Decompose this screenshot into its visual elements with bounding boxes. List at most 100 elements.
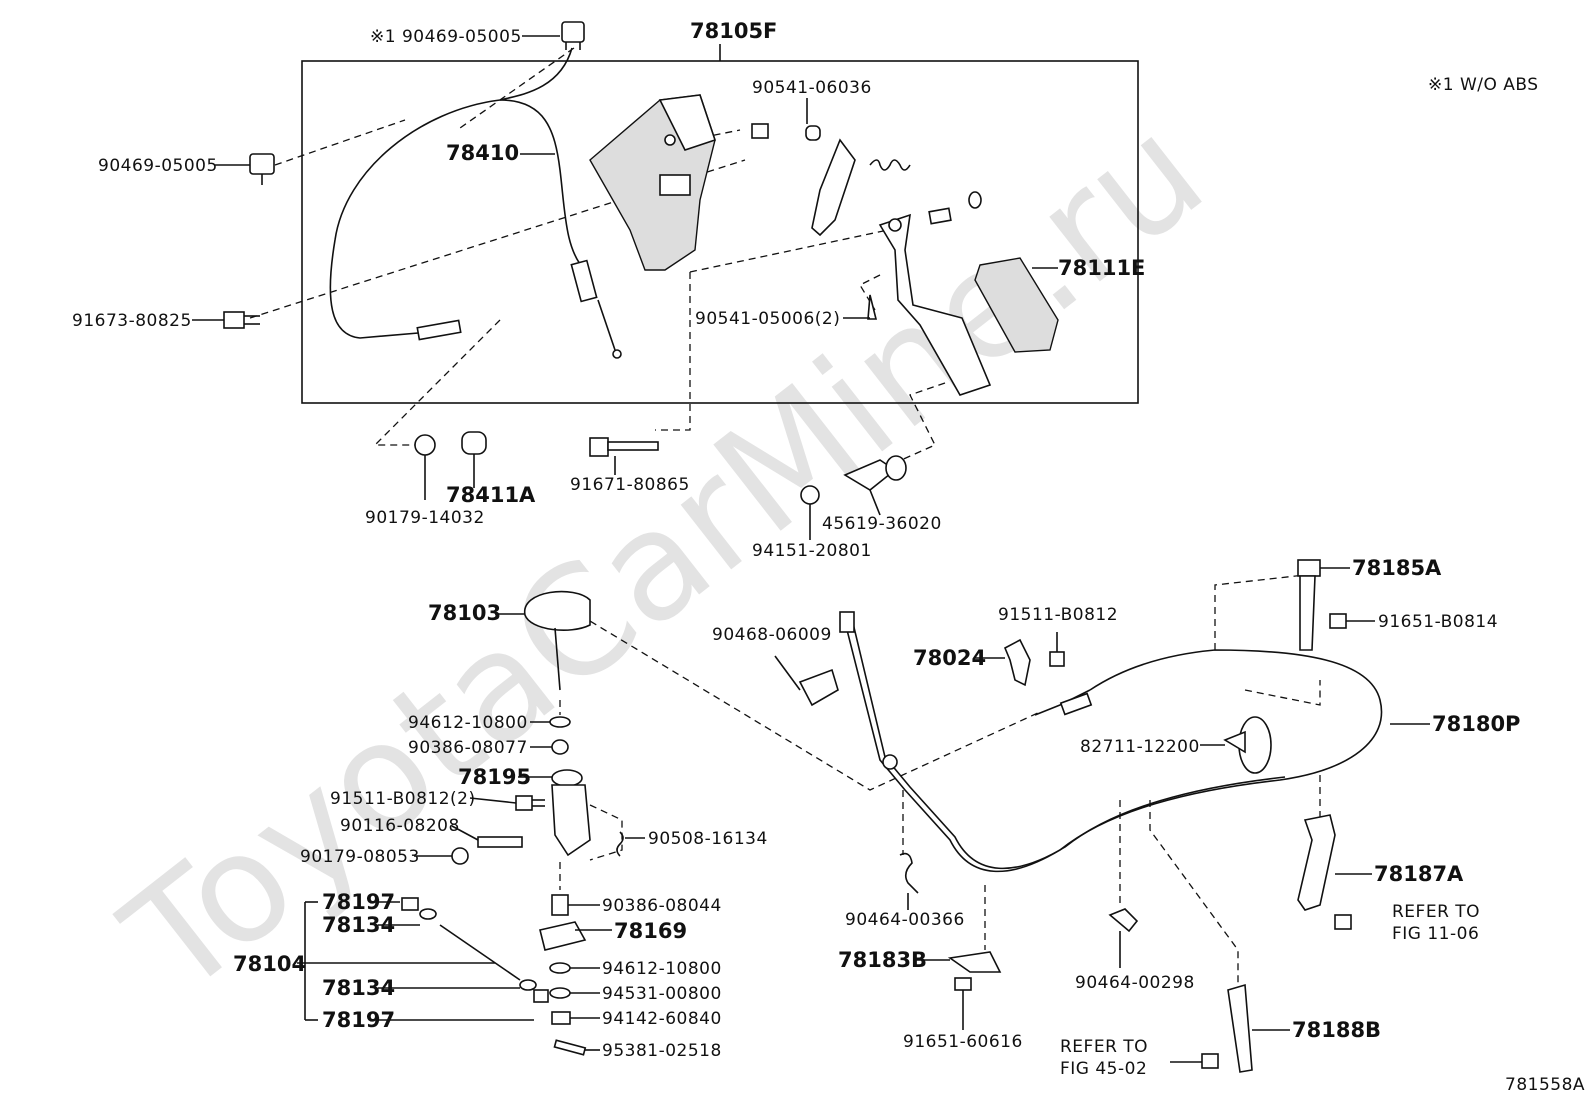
label-78411A: 78411A xyxy=(446,483,536,507)
bolt-refer-11-06 xyxy=(1334,914,1352,930)
pedal-arm-link xyxy=(811,138,856,237)
accel-cable-78410 xyxy=(329,47,622,359)
rod-bracket-lines xyxy=(297,901,534,1021)
bracket-78195 xyxy=(551,769,591,857)
label-90541-05006: 90541-05006(2) xyxy=(695,309,840,329)
label-91673-80825: 91673-80825 xyxy=(72,311,192,331)
label-90541-06036: 90541-06036 xyxy=(752,78,872,98)
label-91511-B0812-2: 91511-B0812(2) xyxy=(330,789,476,809)
label-78180P: 78180P xyxy=(1432,712,1520,736)
bushing-90179 xyxy=(414,434,436,456)
label-90386-08077: 90386-08077 xyxy=(408,738,528,758)
stopper-45619 xyxy=(843,455,907,491)
label-90464-00366: 90464-00366 xyxy=(845,910,965,930)
bolt-90541-06036 xyxy=(751,123,821,141)
clip-90464-00366 xyxy=(899,852,919,894)
label-82711-12200: 82711-12200 xyxy=(1080,737,1200,757)
bracket-78183B xyxy=(947,951,1002,973)
clip-90469-left xyxy=(249,153,275,185)
clip-90464-00298 xyxy=(1108,908,1139,933)
pedal-pad-78111E xyxy=(974,257,1059,353)
label-refer-to-2: REFER TO xyxy=(1060,1037,1148,1057)
label-94151-20801: 94151-20801 xyxy=(752,541,872,561)
bracket-78187A xyxy=(1297,814,1336,911)
bracket-78185A xyxy=(1297,559,1321,651)
label-refer-to-1: REFER TO xyxy=(1392,902,1480,922)
label-78024: 78024 xyxy=(913,646,986,670)
bushing-90179-08053 xyxy=(451,847,469,865)
lever-78169 xyxy=(539,921,587,951)
nut-94142 xyxy=(551,1011,571,1025)
washer-94612-b xyxy=(549,962,571,974)
stopper-90541-05006 xyxy=(867,294,878,320)
bolt-91511-B0812 xyxy=(1049,651,1065,667)
clip-90469-top xyxy=(561,21,585,50)
label-78197-top: 78197 xyxy=(322,890,395,914)
label-78183B: 78183B xyxy=(838,948,927,972)
label-fig-45-02: FIG 45-02 xyxy=(1060,1059,1147,1079)
cable-78180P xyxy=(839,611,1383,873)
label-fig-11-06: FIG 11-06 xyxy=(1392,924,1479,944)
label-90386-08044: 90386-08044 xyxy=(602,896,722,916)
bushing-90386-08044 xyxy=(551,894,569,916)
diagram-code: 781558A xyxy=(1505,1075,1585,1095)
label-78197-bottom: 78197 xyxy=(322,1008,395,1032)
label-78105F: 78105F xyxy=(690,19,777,43)
return-spring xyxy=(869,159,911,171)
label-45619-36020: 45619-36020 xyxy=(822,514,942,534)
band-82711 xyxy=(1223,716,1272,774)
label-78111E: 78111E xyxy=(1058,256,1145,280)
label-94612-10800-b: 94612-10800 xyxy=(602,959,722,979)
pin-95381 xyxy=(553,1039,587,1056)
bolt-91651-60616 xyxy=(954,977,972,1012)
washer-94612-a xyxy=(549,716,571,728)
bushing-90386-08077 xyxy=(551,739,569,755)
label-78103: 78103 xyxy=(428,601,501,625)
note-wo-abs: ※1 W/O ABS xyxy=(1428,75,1539,95)
nut-94151 xyxy=(800,485,820,505)
plate-78103 xyxy=(524,590,591,691)
bolt-90116-08208 xyxy=(477,836,523,848)
label-78188B: 78188B xyxy=(1292,1018,1381,1042)
bolt-91671 xyxy=(589,437,659,457)
label-78169: 78169 xyxy=(614,919,687,943)
bolt-91511-B0812-2 xyxy=(515,795,545,811)
label-90469-05005: 90469-05005 xyxy=(98,156,218,176)
label-78134-bottom: 78134 xyxy=(322,976,395,1000)
bolt-refer-45-02 xyxy=(1201,1053,1219,1069)
label-94531-00800: 94531-00800 xyxy=(602,984,722,1004)
spring-90508 xyxy=(616,831,624,857)
label-78104: 78104 xyxy=(233,952,306,976)
pedal-bracket xyxy=(589,94,717,271)
pedal-lever xyxy=(878,191,992,396)
bracket-90468 xyxy=(798,668,839,707)
label-note-90469-05005: ※1 90469-05005 xyxy=(370,27,522,47)
part-labels: ※1 90469-05005 78105F 90541-06036 90469-… xyxy=(72,19,1520,1079)
label-90179-14032: 90179-14032 xyxy=(365,508,485,528)
label-90508-16134: 90508-16134 xyxy=(648,829,768,849)
label-78185A: 78185A xyxy=(1352,556,1442,580)
label-95381-02518: 95381-02518 xyxy=(602,1041,722,1061)
label-90468-06009: 90468-06009 xyxy=(712,625,832,645)
label-91511-B0812: 91511-B0812 xyxy=(998,605,1118,625)
bracket-78188B xyxy=(1227,983,1253,1073)
clip-78024 xyxy=(1003,638,1031,687)
label-90464-00298: 90464-00298 xyxy=(1075,973,1195,993)
label-90116-08208: 90116-08208 xyxy=(340,816,460,836)
label-91651-60616: 91651-60616 xyxy=(903,1032,1023,1052)
label-94612-10800-a: 94612-10800 xyxy=(408,713,528,733)
leader-lines xyxy=(192,35,1430,1063)
washer-94531 xyxy=(549,987,571,999)
bolt-91673 xyxy=(223,311,260,329)
label-91671-80865: 91671-80865 xyxy=(570,475,690,495)
bolt-91651-B0814 xyxy=(1329,613,1347,629)
label-78187A: 78187A xyxy=(1374,862,1464,886)
label-78410: 78410 xyxy=(446,141,519,165)
label-78195: 78195 xyxy=(458,765,531,789)
label-94142-60840: 94142-60840 xyxy=(602,1009,722,1029)
label-78134-top: 78134 xyxy=(322,913,395,937)
label-90179-08053: 90179-08053 xyxy=(300,847,420,867)
label-91651-B0814: 91651-B0814 xyxy=(1378,612,1498,632)
